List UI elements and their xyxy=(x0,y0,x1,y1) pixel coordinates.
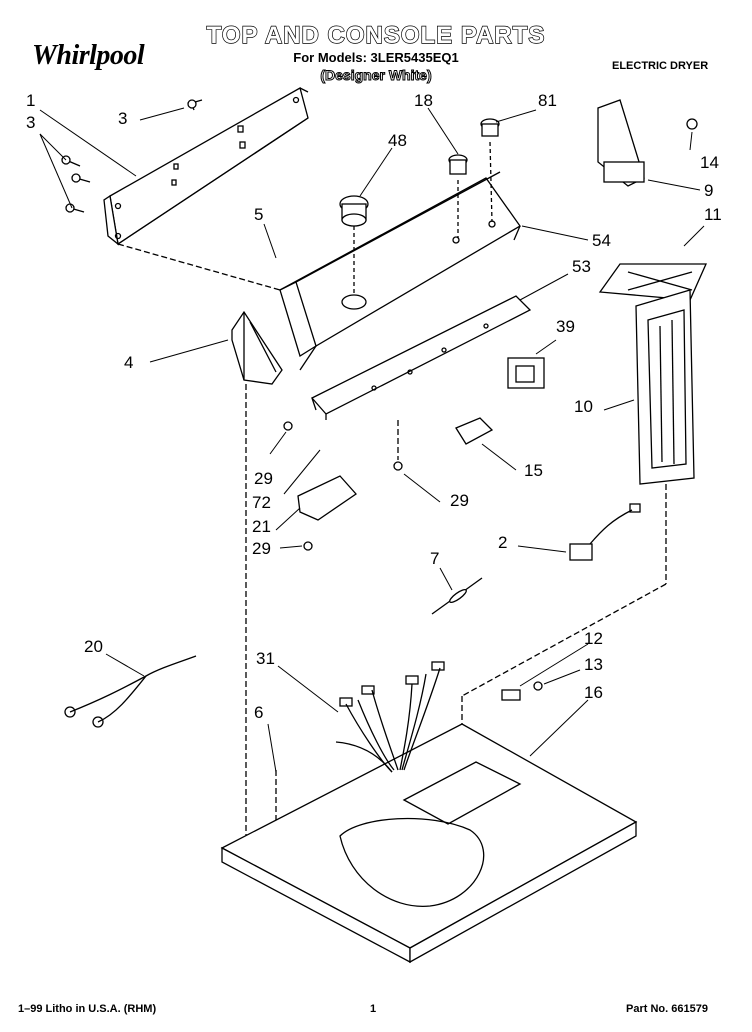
ground-wire xyxy=(64,655,197,728)
wire-harness xyxy=(335,661,445,773)
page-number: 1 xyxy=(370,1003,377,1015)
callout-29: 29 xyxy=(450,491,469,510)
callout-72: 72 xyxy=(252,493,271,512)
litho-note: 1–99 Litho in U.S.A. (RHM) xyxy=(18,1003,157,1015)
callout-29: 29 xyxy=(252,539,271,558)
callout-48: 48 xyxy=(388,131,407,150)
callout-15: 15 xyxy=(524,461,543,480)
brand-logo: Whirlpool xyxy=(32,40,145,71)
callout-6: 6 xyxy=(254,703,264,722)
callout-12: 12 xyxy=(584,629,603,648)
callout-11: 11 xyxy=(704,205,722,224)
console-end-cap xyxy=(231,310,283,385)
callout-14: 14 xyxy=(700,153,719,172)
model-numbers: For Models: 3LER5435EQ1 xyxy=(293,50,459,65)
part-number: Part No. 661579 xyxy=(626,1003,708,1015)
thermal-fuse xyxy=(431,577,483,615)
callout-3: 3 xyxy=(118,109,128,128)
callout-3: 3 xyxy=(26,113,36,132)
callout-18: 18 xyxy=(414,91,433,110)
callout-31: 31 xyxy=(256,649,275,668)
callout-29: 29 xyxy=(254,469,273,488)
callout-2: 2 xyxy=(498,533,508,552)
callout-4: 4 xyxy=(124,353,134,372)
small-components xyxy=(283,357,545,551)
callout-7: 7 xyxy=(430,549,440,568)
model-variant: (Designer White) xyxy=(320,67,432,84)
callout-9: 9 xyxy=(704,181,714,200)
callout-54: 54 xyxy=(592,231,611,250)
callout-39: 39 xyxy=(556,317,575,336)
dryer-top-panel xyxy=(220,681,638,964)
callout-1: 1 xyxy=(26,91,36,110)
lint-screen xyxy=(635,289,695,485)
page-title: TOP AND CONSOLE PARTS xyxy=(206,21,546,49)
callout-20: 20 xyxy=(84,637,103,656)
panel-screws xyxy=(61,99,203,213)
console-back-panel xyxy=(103,87,309,246)
callout-13: 13 xyxy=(584,655,603,674)
knobs xyxy=(339,118,500,296)
appliance-type: ELECTRIC DRYER xyxy=(612,60,709,72)
console-panel xyxy=(279,171,521,371)
callout-10: 10 xyxy=(574,397,593,416)
callout-5: 5 xyxy=(254,205,264,224)
callout-16: 16 xyxy=(584,683,603,702)
callout-53: 53 xyxy=(572,257,591,276)
callout-21: 21 xyxy=(252,517,271,536)
lint-screen-cover xyxy=(598,263,708,301)
callout-81: 81 xyxy=(538,91,557,110)
console-end-cap-right xyxy=(597,99,698,187)
control-bracket xyxy=(310,295,532,420)
wire-connector xyxy=(569,503,641,561)
leader-lines xyxy=(39,107,705,773)
